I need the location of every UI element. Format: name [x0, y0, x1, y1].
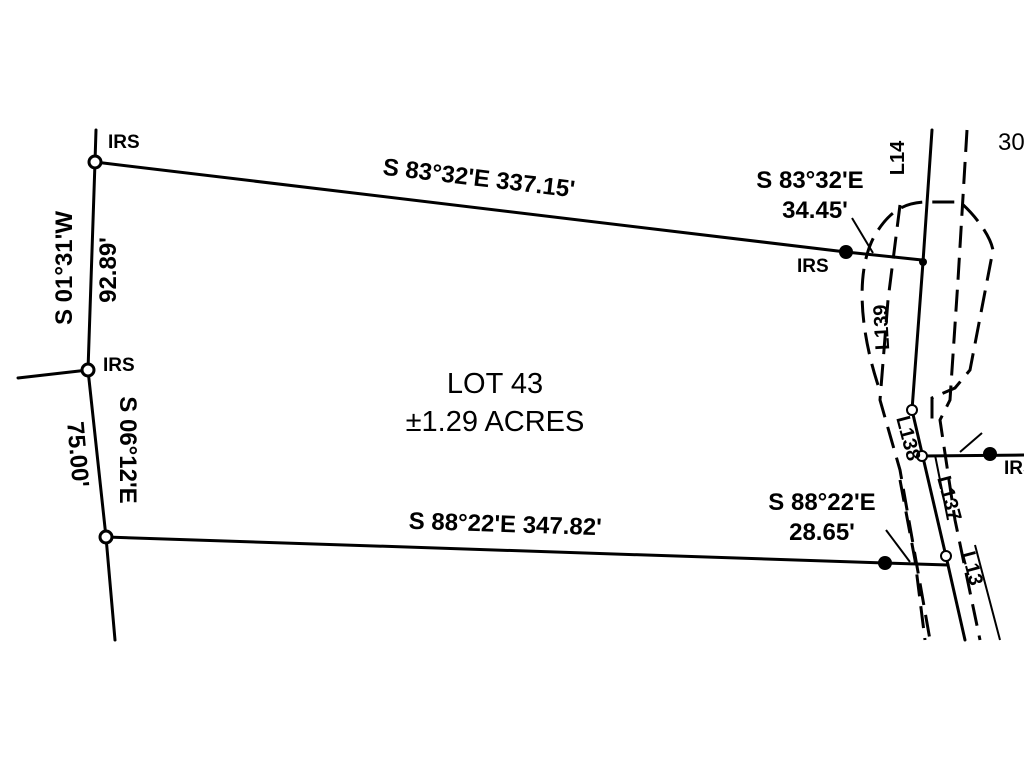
west-upper-bearing: S 01°31'W [51, 211, 78, 325]
line-label: L138 [891, 414, 924, 464]
south-tie-bearing: S 88°22'E [768, 489, 875, 516]
iron-rod-marker [80, 362, 96, 378]
west-lower-bearing: S 06°12'E [114, 396, 141, 503]
west-lower-distance: 75.00' [61, 420, 94, 488]
right-boundary-line [920, 453, 1024, 458]
lot-area: ±1.29 ACRES [406, 406, 585, 438]
road-line [934, 454, 949, 521]
line-label: L14 [887, 140, 909, 175]
west-stub-line [16, 368, 90, 380]
iron-rod-marker [839, 245, 853, 259]
west-boundary-line [86, 128, 117, 642]
point-marker [940, 550, 952, 562]
iron-rod-marker [878, 556, 892, 570]
monument-label: IRS [103, 355, 135, 376]
lot-name: LOT 43 [447, 368, 543, 400]
north-bearing-label: S 83°32'E 337.15' [381, 154, 576, 204]
road-edge-dashed [898, 479, 927, 641]
adjacent-lot-label: 30 [998, 129, 1024, 156]
iron-rod-marker [98, 529, 114, 545]
iron-rod-marker [983, 447, 997, 461]
line-label: L139 [870, 304, 894, 351]
cul-de-sac-dashed [860, 200, 995, 420]
point-marker [906, 404, 918, 416]
road-line [974, 544, 1001, 641]
line-label: L13 [957, 549, 987, 588]
point-marker [919, 258, 927, 266]
leader-arrow [959, 432, 983, 453]
west-upper-distance: 92.89' [95, 237, 122, 303]
monument-label: IRS [108, 132, 140, 153]
monument-label: IRS [797, 256, 829, 277]
south-tie-distance: 28.65' [789, 519, 855, 546]
monument-label: IRS [1004, 458, 1024, 479]
leader-arrow [851, 217, 874, 254]
point-marker [916, 450, 928, 462]
south-bearing-label: S 88°22'E 347.82' [408, 508, 602, 541]
north-tie-bearing: S 83°32'E [756, 167, 863, 194]
north-tie-distance: 34.45' [782, 197, 848, 224]
iron-rod-marker [87, 154, 103, 170]
leader-arrow [885, 529, 911, 563]
